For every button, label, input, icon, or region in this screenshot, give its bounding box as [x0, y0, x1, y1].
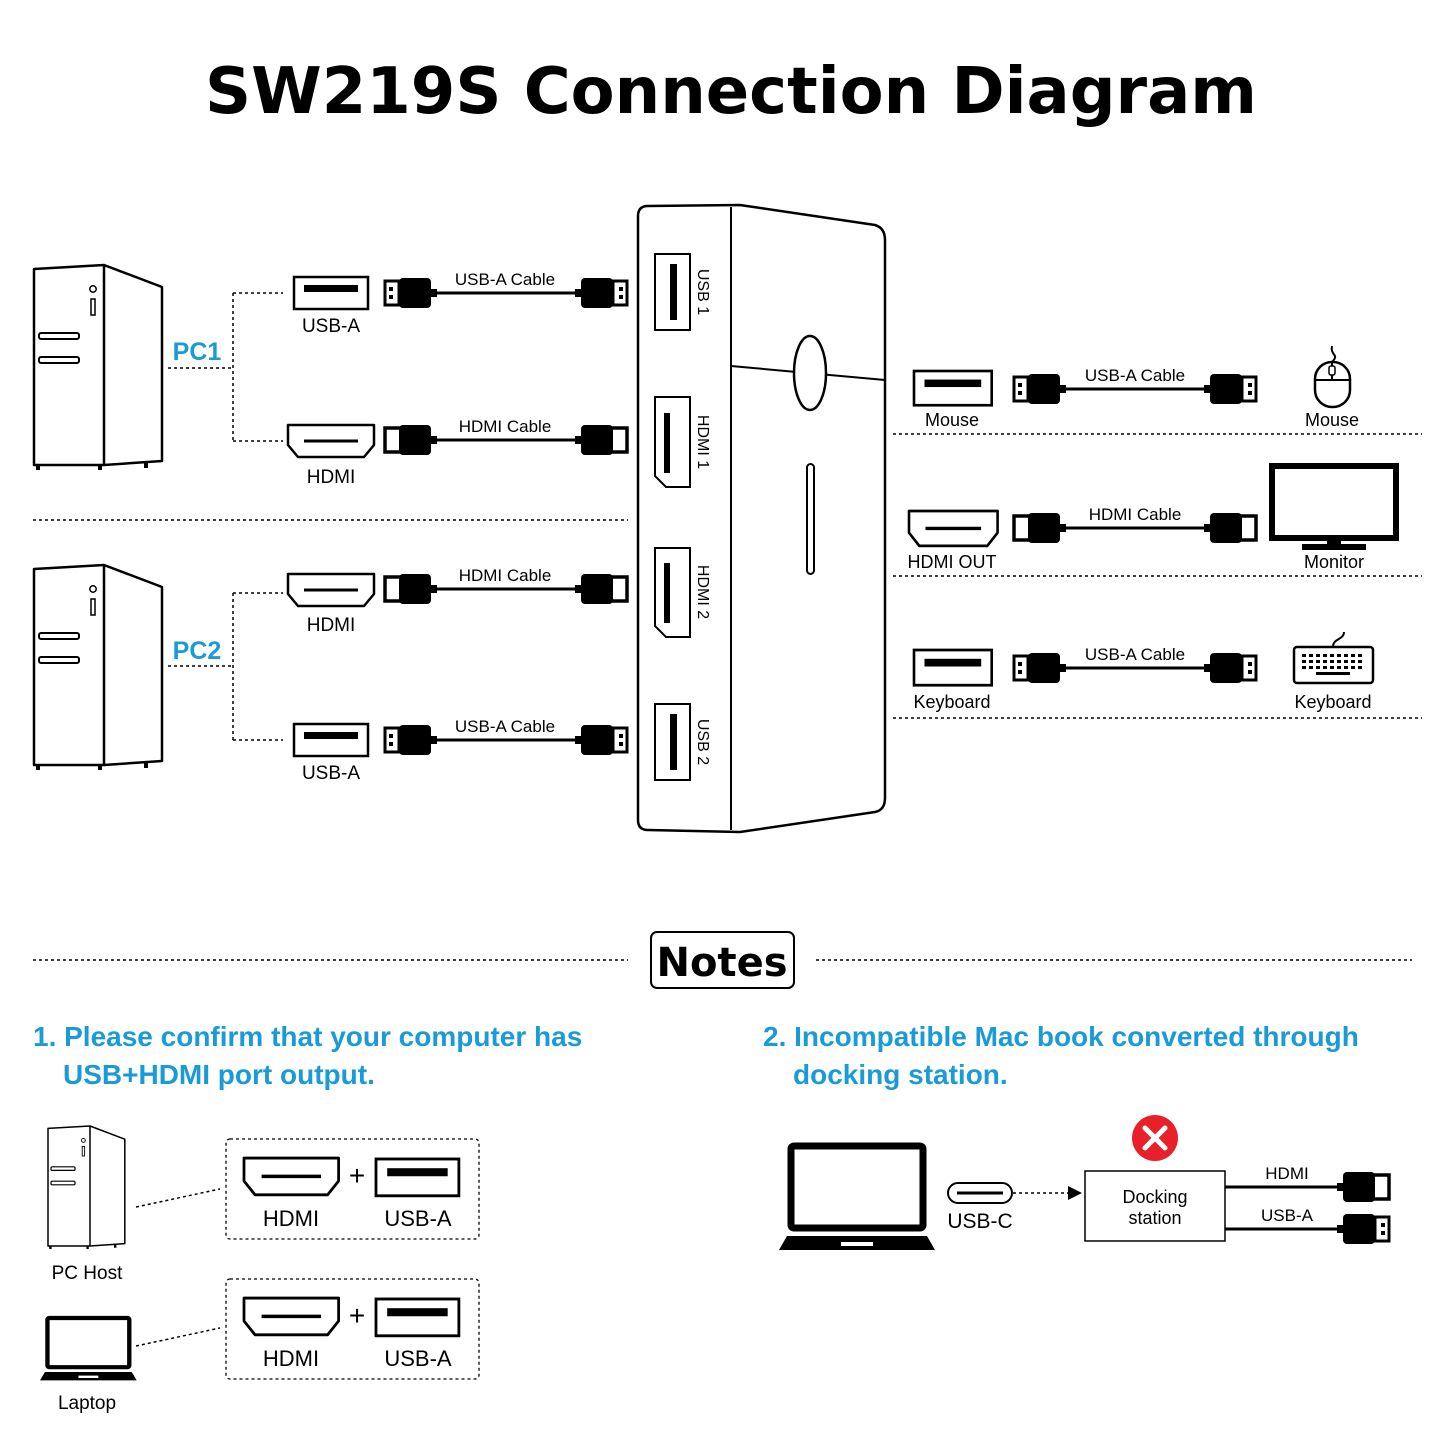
usb-port-icon [292, 722, 370, 758]
output-mouse: Mouse USB-A Cable Mouse [912, 345, 1359, 430]
usb-port-icon [912, 648, 994, 687]
usb-plug-icon [383, 723, 439, 757]
hdmi-plug-icon [1012, 511, 1068, 545]
pc-host-label: PC Host [52, 1263, 123, 1284]
hdmi-port-icon [907, 509, 1000, 548]
laptop-label: Laptop [58, 1393, 116, 1414]
dock-label-line2: station [1128, 1208, 1181, 1228]
hdmi-port-icon [286, 572, 376, 608]
pc1-usb-cable-label: USB-A Cable [455, 270, 555, 289]
hdmi-port-icon [286, 423, 376, 459]
laptop-hdmi-label: HDMI [263, 1346, 319, 1371]
pc-host-plus: + [349, 1160, 365, 1191]
switch-button [792, 334, 828, 412]
page-title: SW219S Connection Diagram [205, 55, 1257, 129]
hdmi-plug-icon [573, 572, 629, 606]
usb-port-icon [374, 1157, 461, 1198]
keyboard-device-label: Keyboard [1294, 692, 1371, 712]
usb-port-icon [912, 369, 994, 407]
keyboard-cable-label: USB-A Cable [1085, 645, 1185, 664]
hdmi-out-label: HDMI OUT [908, 552, 997, 572]
pc1-group: PC1 USB-A USB-A Cable HDMI HDMI Cable [32, 263, 629, 488]
notes-heading: Notes [656, 940, 787, 986]
dock-usb-label: USB-A [1261, 1206, 1314, 1225]
dock-label-line1: Docking [1122, 1187, 1187, 1207]
keyboard-icon [1292, 631, 1375, 685]
laptop-icon [40, 1318, 137, 1380]
pc-tower-icon [32, 563, 164, 772]
usb-plug-icon [1012, 372, 1068, 406]
switch-port-usb2: USB 2 [694, 719, 711, 765]
usb-plug-icon [573, 723, 629, 757]
switch-port-hdmi2: HDMI 2 [694, 565, 711, 619]
note2-line1: 2. Incompatible Mac book converted throu… [763, 1021, 1359, 1052]
pc-tower-icon [32, 263, 164, 472]
pc1-hdmi-label: HDMI [307, 467, 356, 488]
output-keyboard: Keyboard USB-A Cable Keyboard [912, 631, 1375, 712]
hdmi-port-icon [242, 1296, 341, 1337]
switch-port-hdmi1: HDMI 1 [694, 415, 711, 469]
usb-port-icon [374, 1297, 461, 1338]
usb-plug-icon [1012, 651, 1068, 685]
mouse-device-label: Mouse [1305, 410, 1359, 430]
pc1-label: PC1 [173, 338, 222, 366]
pc2-hdmi-cable-label: HDMI Cable [459, 566, 552, 585]
note1-laptop: Laptop + HDMI USB-A [40, 1278, 480, 1414]
hdmi-plug-icon [383, 572, 439, 606]
pc2-hdmi-label: HDMI [307, 615, 356, 636]
pc2-label: PC2 [173, 637, 222, 665]
pc2-group: PC2 HDMI HDMI Cable USB-A USB-A Cable [32, 563, 629, 784]
note1-line1: 1. Please confirm that your computer has [33, 1021, 582, 1052]
mouse-port-label: Mouse [925, 410, 979, 430]
hdmi-plug-icon [1202, 511, 1258, 545]
pc1-usb-label: USB-A [302, 316, 360, 337]
led-indicator [806, 463, 815, 575]
docking-station-box [1084, 1170, 1226, 1242]
note1-line2: USB+HDMI port output. [63, 1059, 375, 1090]
pc-tower-icon [46, 1124, 127, 1251]
laptop-usb-label: USB-A [384, 1346, 452, 1371]
mouse-cable-label: USB-A Cable [1085, 366, 1185, 385]
pc2-usb-label: USB-A [302, 763, 360, 784]
hdmi-plug-icon [1335, 1170, 1391, 1204]
monitor-cable-label: HDMI Cable [1089, 505, 1182, 524]
note2-line2: docking station. [793, 1059, 1008, 1090]
hdmi-plug-icon [573, 423, 629, 457]
usb-port-icon [292, 275, 370, 311]
note1-pc-host: PC Host + HDMI USB-A [46, 1124, 480, 1284]
output-monitor: HDMI OUT HDMI Cable Monitor [907, 463, 1399, 572]
laptop-plus: + [349, 1300, 365, 1331]
usb-plug-icon [1202, 651, 1258, 685]
pc2-usb-cable-label: USB-A Cable [455, 717, 555, 736]
usb-plug-icon [573, 276, 629, 310]
keyboard-port-label: Keyboard [913, 692, 990, 712]
error-x-icon [1132, 1115, 1178, 1161]
kvm-switch: USB 1 HDMI 1 HDMI 2 USB 2 [636, 203, 887, 834]
usb-plug-icon [383, 276, 439, 310]
monitor-device-label: Monitor [1304, 552, 1364, 572]
switch-port-usb1: USB 1 [694, 269, 711, 315]
pc-host-usb-label: USB-A [384, 1206, 452, 1231]
dock-hdmi-label: HDMI [1265, 1164, 1308, 1183]
usb-plug-icon [1335, 1212, 1391, 1246]
hdmi-plug-icon [383, 423, 439, 457]
laptop-icon [779, 1146, 935, 1250]
usb-c-label: USB-C [947, 1210, 1012, 1233]
hdmi-port-icon [242, 1156, 341, 1197]
usb-plug-icon [1202, 372, 1258, 406]
pc-host-hdmi-label: HDMI [263, 1206, 319, 1231]
monitor-icon [1269, 463, 1399, 550]
note2-mac-dock: USB-C Docking station HDMI USB-A [779, 1115, 1391, 1250]
mouse-icon [1313, 345, 1352, 409]
pc1-hdmi-cable-label: HDMI Cable [459, 417, 552, 436]
